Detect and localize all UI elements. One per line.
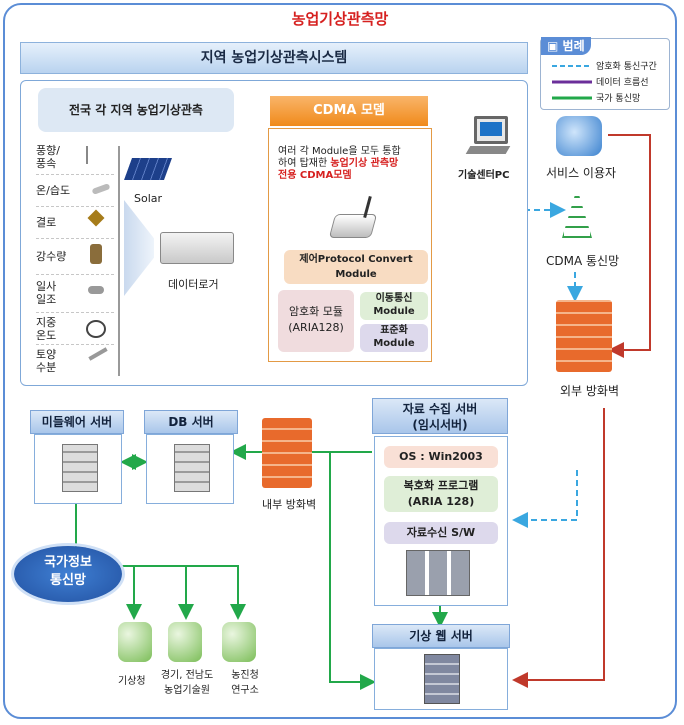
national-network-cloud	[14, 546, 122, 602]
cdma-modem-description: 여러 각 Module을 모두 통합 하여 탑재한 농업기상 관측망 전용 CD…	[278, 146, 401, 181]
middleware-to-national-link	[75, 504, 246, 620]
internal-firewall-icon	[262, 418, 312, 488]
protocol-module: 제어Protocol Convert Module	[284, 250, 428, 284]
client-kma-label: 기상청	[118, 676, 146, 687]
service-user-label: 서비스 이용자	[546, 166, 617, 180]
nationwide-label: 전국 각 지역 농업기상관측	[38, 88, 234, 132]
os-label: OS : Win2003	[384, 446, 498, 468]
rain-gauge-icon	[90, 244, 102, 264]
sensor-solar: 일사 일조	[36, 280, 57, 306]
national-network-label: 국가정보 통신망	[44, 555, 92, 588]
db-to-web-link	[329, 452, 376, 690]
sensor-list: 풍향/ 풍속 온/습도 결로 강수량 일사 일조 지중 온도 토양 수분	[36, 140, 116, 380]
server-icon	[424, 654, 460, 704]
web-server-title: 기상 웹 서버	[372, 624, 510, 648]
dew-sensor-icon	[87, 209, 105, 227]
external-firewall-label: 외부 방화벽	[560, 384, 620, 398]
middleware-server-title: 미들웨어 서버	[30, 410, 124, 434]
sensor-dew: 결로	[36, 216, 57, 229]
client-agri-icon	[168, 622, 202, 662]
sensor-rain: 강수량	[36, 250, 67, 263]
encryption-module: 암호화 모듈 (ARIA128)	[278, 290, 354, 352]
cdma-modem-icon	[328, 214, 378, 238]
solar-panel-icon	[123, 158, 173, 180]
sensor-soil-moisture: 토양 수분	[36, 348, 57, 374]
data-logger-label: 데이터로거	[168, 278, 219, 291]
collect-server-title: 자료 수집 서버 (임시서버)	[372, 398, 508, 434]
sensor-temp-humidity: 온/습도	[36, 184, 71, 197]
cable-icon	[86, 320, 106, 338]
tech-pc-base	[465, 146, 511, 154]
outer-frame	[3, 3, 677, 719]
thermometer-icon	[91, 183, 111, 195]
server-icon	[174, 444, 210, 492]
legend-label-national: 국가 통신망	[596, 94, 641, 104]
service-to-firewall-link	[608, 134, 651, 358]
cdma-network-label: CDMA 통신망	[546, 254, 620, 268]
system-title-bar: 지역 농업기상관측시스템	[20, 42, 528, 74]
data-logger-icon	[160, 232, 234, 264]
cdma-modem-title: CDMA 모뎀	[270, 96, 428, 126]
client-rda-icon	[222, 622, 256, 662]
book-icon: ▣	[547, 39, 559, 53]
mobile-comm-module: 이동통신 Module	[360, 292, 428, 320]
firewall-to-web-link	[512, 408, 605, 688]
internal-firewall-label: 내부 방화벽	[262, 498, 317, 511]
standard-module: 표준화 Module	[360, 324, 428, 352]
legend-title: ▣ 범례	[541, 37, 591, 55]
sensor-bus-line	[118, 146, 120, 376]
encrypted-link-collect	[512, 470, 578, 528]
decrypt-program-label: 복호화 프로그램 (ARIA 128)	[384, 476, 498, 512]
server-icon	[62, 444, 98, 492]
client-rda-label: 농진청 연구소	[231, 670, 259, 696]
tech-pc-icon	[474, 116, 508, 144]
sensor-wind: 풍향/ 풍속	[36, 144, 60, 170]
probe-icon	[88, 347, 108, 361]
legend-label-encrypted: 암호화 통신구간	[596, 62, 657, 72]
client-agri-label: 경기, 전남도 농업기술원	[160, 670, 214, 696]
legend-label-dataflow: 데이터 흐름선	[596, 78, 649, 88]
receive-sw-label: 자료수신 S/W	[384, 522, 498, 544]
anemometer-icon	[86, 146, 98, 164]
client-kma-icon	[118, 622, 152, 662]
external-firewall-icon	[556, 300, 612, 372]
page-title: 농업기상관측망	[250, 6, 430, 32]
solar-label: Solar	[134, 192, 163, 205]
sensor-soil-temp: 지중 온도	[36, 316, 57, 342]
legend-box	[540, 38, 670, 110]
db-server-title: DB 서버	[144, 410, 238, 434]
server-rack-icon	[406, 550, 470, 596]
tech-pc-label: 기술센터PC	[458, 170, 510, 181]
pyranometer-icon	[88, 286, 104, 294]
service-user-icon	[556, 116, 602, 156]
